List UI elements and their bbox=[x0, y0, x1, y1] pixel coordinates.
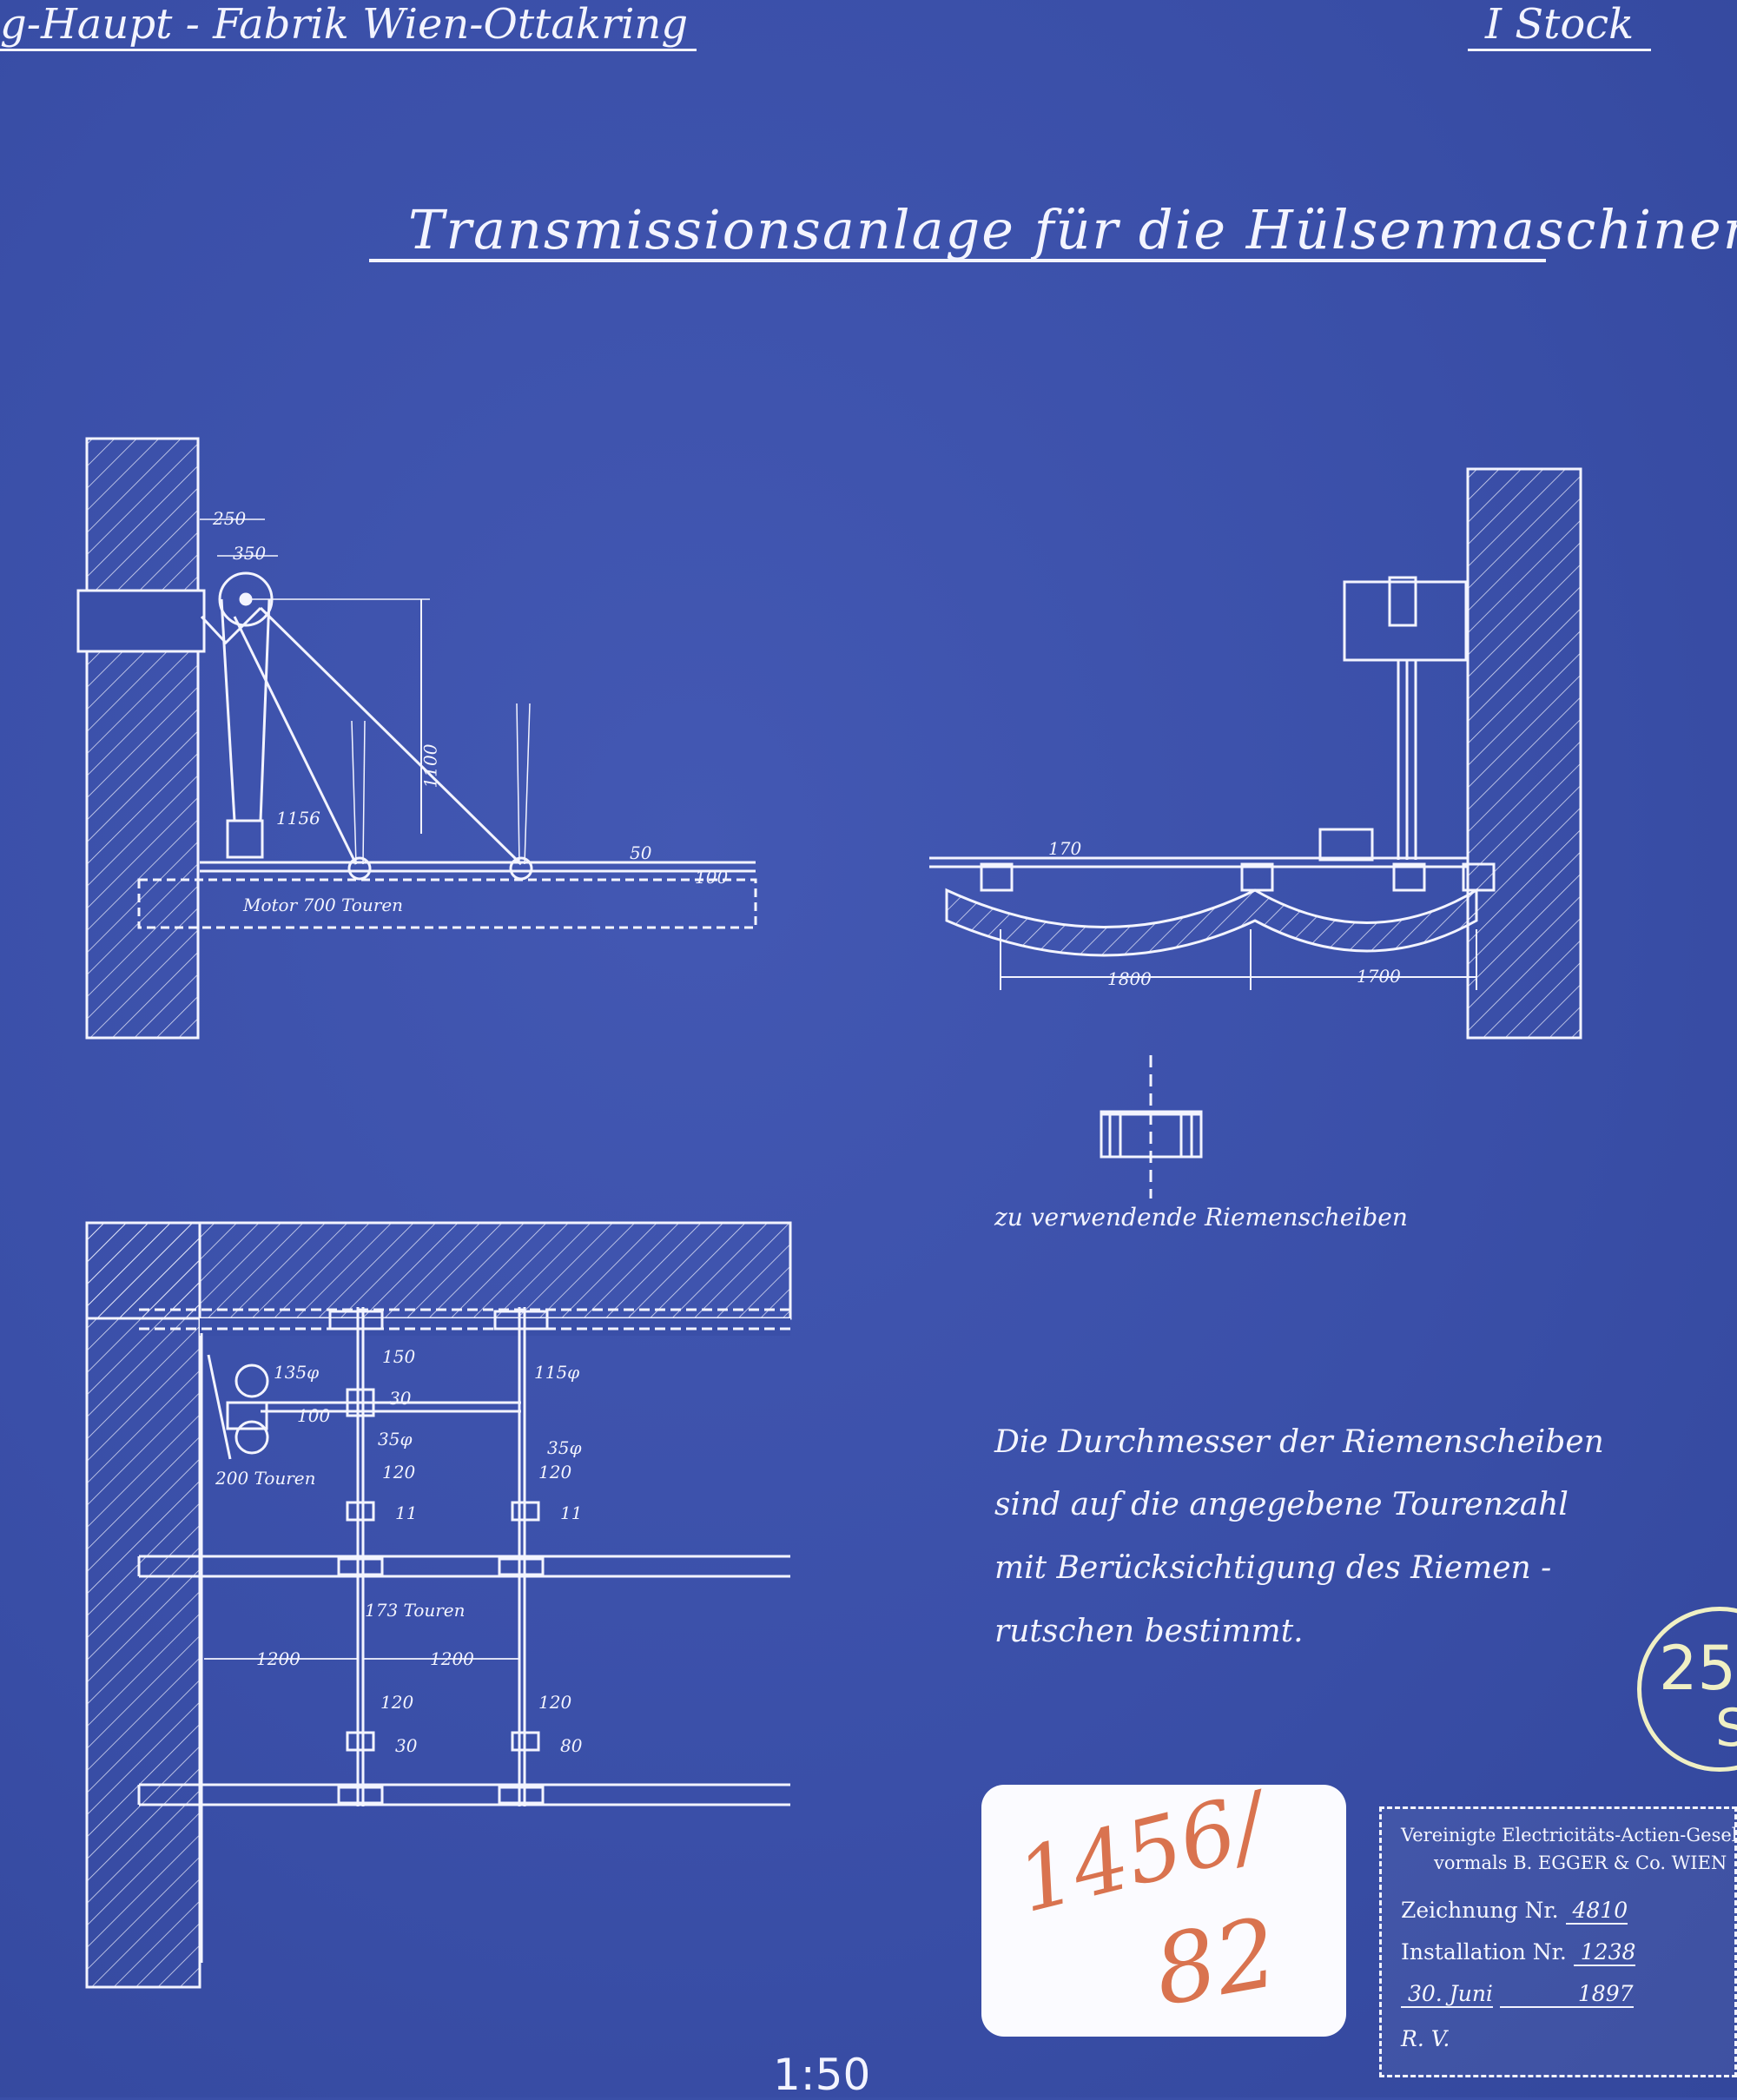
dim-1100: 1100 bbox=[419, 743, 441, 789]
plan-dim-1200-b: 1200 bbox=[430, 1648, 474, 1669]
motor-700-label: Motor 700 Touren bbox=[243, 895, 404, 915]
side-view-left bbox=[76, 437, 757, 1040]
plan-wall-left bbox=[85, 1221, 201, 1989]
circle-tag-number: 25 bbox=[1659, 1633, 1737, 1704]
shaft-pulley-2 bbox=[509, 856, 533, 881]
plan-dim-11-b: 11 bbox=[560, 1502, 583, 1523]
dim-250: 250 bbox=[213, 508, 247, 529]
stamp-company-2: vormals B. EGGER & Co. WIEN bbox=[1434, 1852, 1727, 1873]
vaulted-ceiling bbox=[945, 888, 1478, 957]
plan-dim-120-d: 120 bbox=[538, 1692, 572, 1713]
header-floor: I Stock bbox=[1468, 0, 1652, 51]
plan-view bbox=[85, 1221, 792, 1989]
wall-bracket bbox=[76, 589, 206, 653]
plan-dim-120-a: 120 bbox=[382, 1462, 416, 1483]
circle-tag-letter: S bbox=[1715, 1698, 1737, 1759]
company-stamp: Vereinigte Electricitäts-Actien-Gesellsc… bbox=[1379, 1806, 1737, 2077]
plan-dim-30-b: 30 bbox=[395, 1735, 418, 1756]
side-view-right bbox=[929, 467, 1582, 1040]
plan-motor-b bbox=[234, 1420, 269, 1455]
stamp-date: 30. Juni bbox=[1401, 1981, 1493, 2008]
note-line-3: mit Berücksichtigung des Riemen - bbox=[994, 1550, 1552, 1586]
plan-shaft-label: 173 Touren bbox=[365, 1600, 466, 1621]
drawing-title: Transmissionsanlage für die Hülsenmaschi… bbox=[408, 198, 1737, 261]
hanger-motor bbox=[1343, 580, 1468, 662]
circle-tag: 25 S bbox=[1637, 1607, 1737, 1772]
pulley-detail bbox=[1100, 1055, 1203, 1199]
plan-dim-135: 135φ bbox=[274, 1362, 320, 1383]
plan-wall-top bbox=[85, 1221, 792, 1320]
plan-dim-150: 150 bbox=[382, 1346, 416, 1367]
plan-dim-100: 100 bbox=[297, 1405, 331, 1426]
plan-dim-35-right: 35φ bbox=[547, 1437, 582, 1458]
stamp-zeichnung-value: 4810 bbox=[1565, 1898, 1628, 1925]
note-line-4: rutschen bestimmt. bbox=[994, 1614, 1304, 1649]
stamp-year: 1897 bbox=[1499, 1981, 1634, 2008]
wall-left bbox=[85, 437, 200, 1040]
plan-dim-30: 30 bbox=[389, 1388, 412, 1409]
shaft-pulley-1 bbox=[347, 856, 372, 881]
wall-right bbox=[1466, 467, 1582, 1040]
scale-label: 1:50 bbox=[773, 2050, 871, 2100]
dim-1156: 1156 bbox=[276, 808, 320, 829]
dim-350: 350 bbox=[233, 543, 267, 564]
plan-motor-label: 200 Touren bbox=[215, 1468, 316, 1489]
header-factory-title: g-Haupt - Fabrik Wien-Ottakring bbox=[0, 0, 697, 51]
plan-dim-1200-a: 1200 bbox=[256, 1648, 301, 1669]
stamp-zeichnung-label: Zeichnung Nr. bbox=[1401, 1898, 1559, 1923]
dim-50: 50 bbox=[630, 842, 652, 863]
title-underline bbox=[369, 259, 1546, 262]
plan-dim-11-a: 11 bbox=[395, 1502, 418, 1523]
note-line-1: Die Durchmesser der Riemenscheiben bbox=[994, 1424, 1604, 1460]
note-line-2: sind auf die angegebene Tourenzahl bbox=[994, 1487, 1569, 1522]
motor bbox=[226, 819, 264, 859]
stamp-installation-label: Installation Nr. bbox=[1401, 1939, 1567, 1965]
plan-dim-120-c: 120 bbox=[380, 1692, 414, 1713]
plan-dim-80: 80 bbox=[560, 1735, 583, 1756]
archive-label-card: 1456/ 82 bbox=[981, 1773, 1346, 2037]
archive-sub-number: 82 bbox=[1146, 1896, 1286, 2028]
dim-1800: 1800 bbox=[1107, 968, 1152, 989]
pulley-caption: zu verwendende Riemenscheiben bbox=[994, 1203, 1408, 1232]
stamp-initials: R. V. bbox=[1401, 2026, 1450, 2051]
stamp-installation-value: 1238 bbox=[1573, 1939, 1636, 1966]
plan-dim-35-left: 35φ bbox=[378, 1429, 413, 1450]
plan-dim-120-b: 120 bbox=[538, 1462, 572, 1483]
dim-170: 170 bbox=[1048, 838, 1082, 859]
dim-1700: 1700 bbox=[1357, 966, 1401, 987]
plan-motor-a bbox=[234, 1364, 269, 1398]
floor-beam bbox=[137, 878, 757, 929]
plan-dim-115: 115φ bbox=[534, 1362, 580, 1383]
right-motor bbox=[1318, 828, 1374, 862]
dim-100: 100 bbox=[695, 867, 729, 888]
stamp-company-1: Vereinigte Electricitäts-Actien-Gesellsc… bbox=[1401, 1825, 1737, 1846]
